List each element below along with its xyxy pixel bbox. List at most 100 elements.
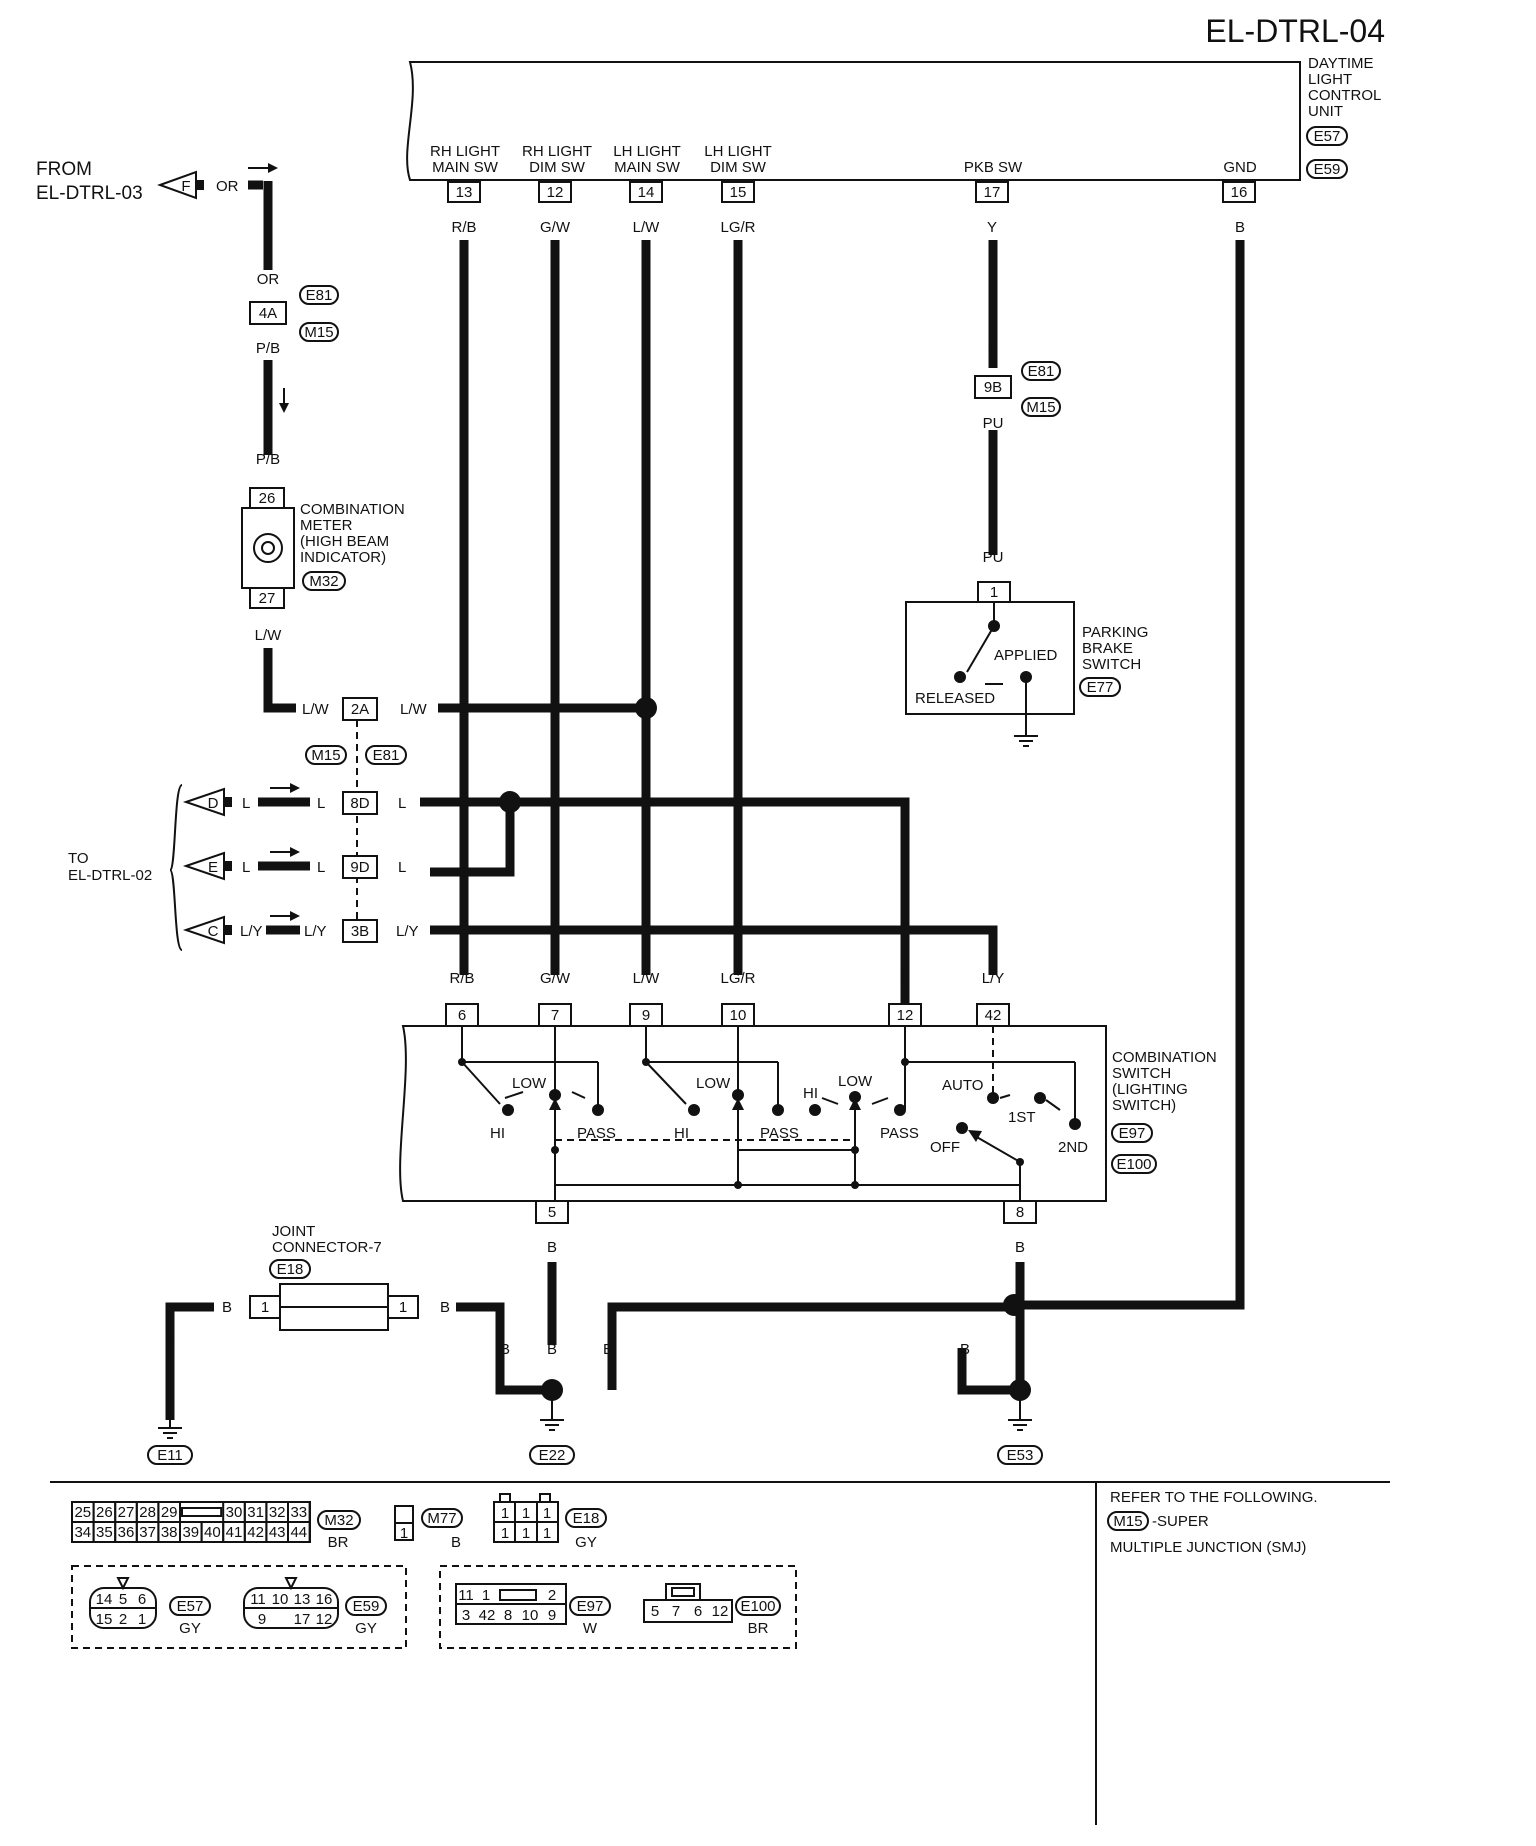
svg-text:B: B [547,1341,557,1358]
svg-text:9B: 9B [984,379,1002,396]
svg-text:L/W: L/W [255,627,283,644]
m32-pin-label: 27 [118,1504,135,1521]
svg-text:L: L [901,970,909,987]
m32-pin-label: 43 [269,1524,286,1541]
svg-text:OR: OR [257,271,280,288]
svg-text:PASS: PASS [577,1125,616,1142]
wire-label-y-top: Y [987,219,997,236]
ground-e22: E22 [539,1447,566,1464]
svg-text:PARKING: PARKING [1082,624,1148,641]
svg-text:11: 11 [250,1591,266,1608]
svg-text:SWITCH): SWITCH) [1112,1097,1176,1114]
control-unit-name-2: LIGHT [1308,71,1352,88]
svg-text:B: B [603,1341,613,1358]
svg-text:SWITCH: SWITCH [1082,656,1141,673]
svg-text:OR: OR [216,178,239,195]
svg-text:17: 17 [984,184,1001,201]
svg-text:E97: E97 [577,1598,604,1615]
svg-text:10: 10 [272,1591,289,1608]
svg-text:GY: GY [575,1534,597,1551]
junction-4a: OR 4A E81 M15 P/B [249,271,339,455]
term-label-gnd: GND [1223,159,1257,176]
svg-text:C: C [208,923,219,940]
svg-text:Y: Y [988,347,998,364]
svg-text:1: 1 [543,1505,551,1522]
svg-text:L/Y: L/Y [304,923,327,940]
svg-text:HI: HI [490,1125,505,1142]
svg-text:LOW: LOW [512,1075,547,1092]
svg-text:P/B: P/B [256,451,280,468]
m32-pin-label: 36 [118,1524,135,1541]
svg-text:E100: E100 [740,1598,775,1615]
svg-text:PASS: PASS [760,1125,799,1142]
svg-text:3B: 3B [351,923,369,940]
svg-text:FROM: FROM [36,159,92,180]
svg-text:14: 14 [638,184,655,201]
svg-text:E18: E18 [277,1261,304,1278]
svg-text:B: B [165,1335,175,1352]
svg-text:M15: M15 [1026,399,1055,416]
svg-text:PASS: PASS [880,1125,919,1142]
cu-pin-15: 15 [721,181,755,203]
term-label-rh-dim-1: RH LIGHT [522,143,592,160]
connector-view-e100: 5 7 6 12 E100 BR [643,1583,781,1637]
svg-text:EL-DTRL-02: EL-DTRL-02 [68,867,152,884]
svg-text:1: 1 [522,1525,530,1542]
main-wires [459,240,1245,1310]
svg-text:9D: 9D [350,859,369,876]
svg-text:SWITCH: SWITCH [1112,1065,1171,1082]
svg-text:BR: BR [328,1534,349,1551]
connector-view-m77: 1 M77 B [394,1505,463,1551]
svg-text:15: 15 [730,184,747,201]
svg-text:5: 5 [651,1603,659,1620]
svg-text:1: 1 [482,1587,490,1604]
page-title: EL-DTRL-04 [1205,13,1385,49]
combination-meter: P/B 26 27 COMBINATION METER (HIGH BEAM I… [241,451,405,713]
m32-pin-label: 32 [269,1504,286,1521]
svg-text:E97: E97 [1119,1125,1146,1142]
svg-text:27: 27 [259,590,276,607]
svg-text:1: 1 [543,1525,551,1542]
svg-text:E59: E59 [353,1598,380,1615]
control-unit-name-1: DAYTIME [1308,55,1374,72]
svg-text:13: 13 [294,1591,311,1608]
svg-text:HI: HI [803,1085,818,1102]
svg-text:L/Y: L/Y [982,970,1005,987]
svg-text:11: 11 [458,1587,474,1604]
wire-label-lw-top: L/W [633,219,661,236]
svg-text:M15: M15 [311,747,340,764]
svg-text:1: 1 [990,584,998,601]
svg-text:GY: GY [179,1620,201,1637]
term-label-lh-main-1: LH LIGHT [613,143,681,160]
svg-text:L/W: L/W [400,701,428,718]
svg-text:9: 9 [642,1007,650,1024]
svg-text:INDICATOR): INDICATOR) [300,549,386,566]
term-label-lh-dim-1: LH LIGHT [704,143,772,160]
svg-text:E81: E81 [373,747,400,764]
svg-text:APPLIED: APPLIED [994,647,1058,664]
m32-pin-label: 44 [290,1524,307,1541]
combination-switch: R/B G/W L/W LG/R L L/Y 6 7 9 10 12 42 [399,970,1217,1256]
wire-label-gw-top: G/W [540,219,571,236]
m32-pin-label: 30 [226,1504,243,1521]
from-ref: FROM EL-DTRL-03 F OR [36,159,278,270]
svg-text:1: 1 [501,1525,509,1542]
term-label-pkb: PKB SW [964,159,1023,176]
svg-text:BRAKE: BRAKE [1082,640,1133,657]
svg-text:LG/R: LG/R [720,970,755,987]
control-unit-connector-e57: E57 [1314,128,1341,145]
svg-text:2A: 2A [351,701,369,718]
svg-text:L: L [317,795,325,812]
svg-text:1: 1 [501,1505,509,1522]
svg-text:5: 5 [548,1204,556,1221]
wire-label-lgr-top: LG/R [720,219,755,236]
refer-note: REFER TO THE FOLLOWING. M15 -SUPER MULTI… [1107,1489,1318,1556]
svg-text:B: B [500,1341,510,1358]
svg-text:HI: HI [674,1125,689,1142]
term-label-lh-main-2: MAIN SW [614,159,681,176]
svg-text:1: 1 [399,1299,407,1316]
svg-text:L: L [398,859,406,876]
svg-text:REFER TO THE FOLLOWING.: REFER TO THE FOLLOWING. [1110,1489,1318,1506]
svg-text:42: 42 [985,1007,1002,1024]
svg-text:E77: E77 [1087,679,1114,696]
